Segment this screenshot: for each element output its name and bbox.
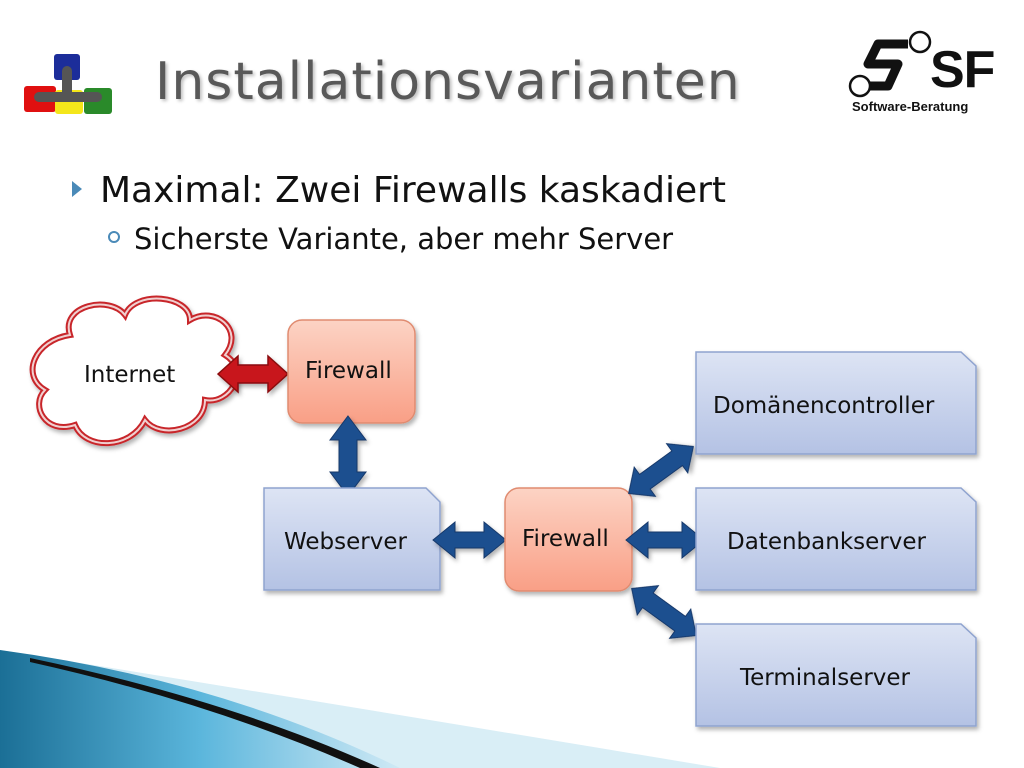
bullet-main: Maximal: Zwei Firewalls kaskadiert xyxy=(72,170,726,211)
terminalserver-box xyxy=(695,623,977,727)
domaincontroller-box xyxy=(695,351,977,455)
vertical-double-arrow xyxy=(329,415,367,497)
firewall-domain-arrow xyxy=(628,443,694,497)
internet-label: Internet xyxy=(84,362,175,388)
bullet-ring-icon xyxy=(108,231,120,243)
firewall-middle-label: Firewall xyxy=(522,526,609,552)
webserver-label: Webserver xyxy=(284,529,407,555)
webserver-firewall-arrow xyxy=(432,520,507,560)
bullet-sub: Sicherste Variante, aber mehr Server xyxy=(108,222,673,256)
network-diagram: Internet Firewall Webserver Firewall Dom… xyxy=(29,295,977,727)
bullet-triangle-icon xyxy=(72,181,82,197)
logo-left xyxy=(22,52,114,116)
firewall-database-arrow xyxy=(625,520,705,560)
decorative-swoosh xyxy=(0,650,720,768)
sf-logo xyxy=(848,30,938,98)
internet-cloud xyxy=(29,295,240,447)
databaseserver-box xyxy=(695,487,977,591)
domaincontroller-label: Domänencontroller xyxy=(713,393,935,419)
sf-logo-letters: SF xyxy=(930,41,995,99)
databaseserver-label: Datenbankserver xyxy=(727,529,926,555)
bullet-sub-text: Sicherste Variante, aber mehr Server xyxy=(134,222,674,256)
bullet-main-text: Maximal: Zwei Firewalls kaskadiert xyxy=(100,170,727,211)
firewall-top-label: Firewall xyxy=(305,358,392,384)
terminalserver-label: Terminalserver xyxy=(739,665,911,691)
slide-title: Installationsvarianten xyxy=(155,52,741,112)
firewall-terminal-arrow xyxy=(631,585,697,639)
sf-logo-tagline: Software-Beratung xyxy=(852,99,969,114)
